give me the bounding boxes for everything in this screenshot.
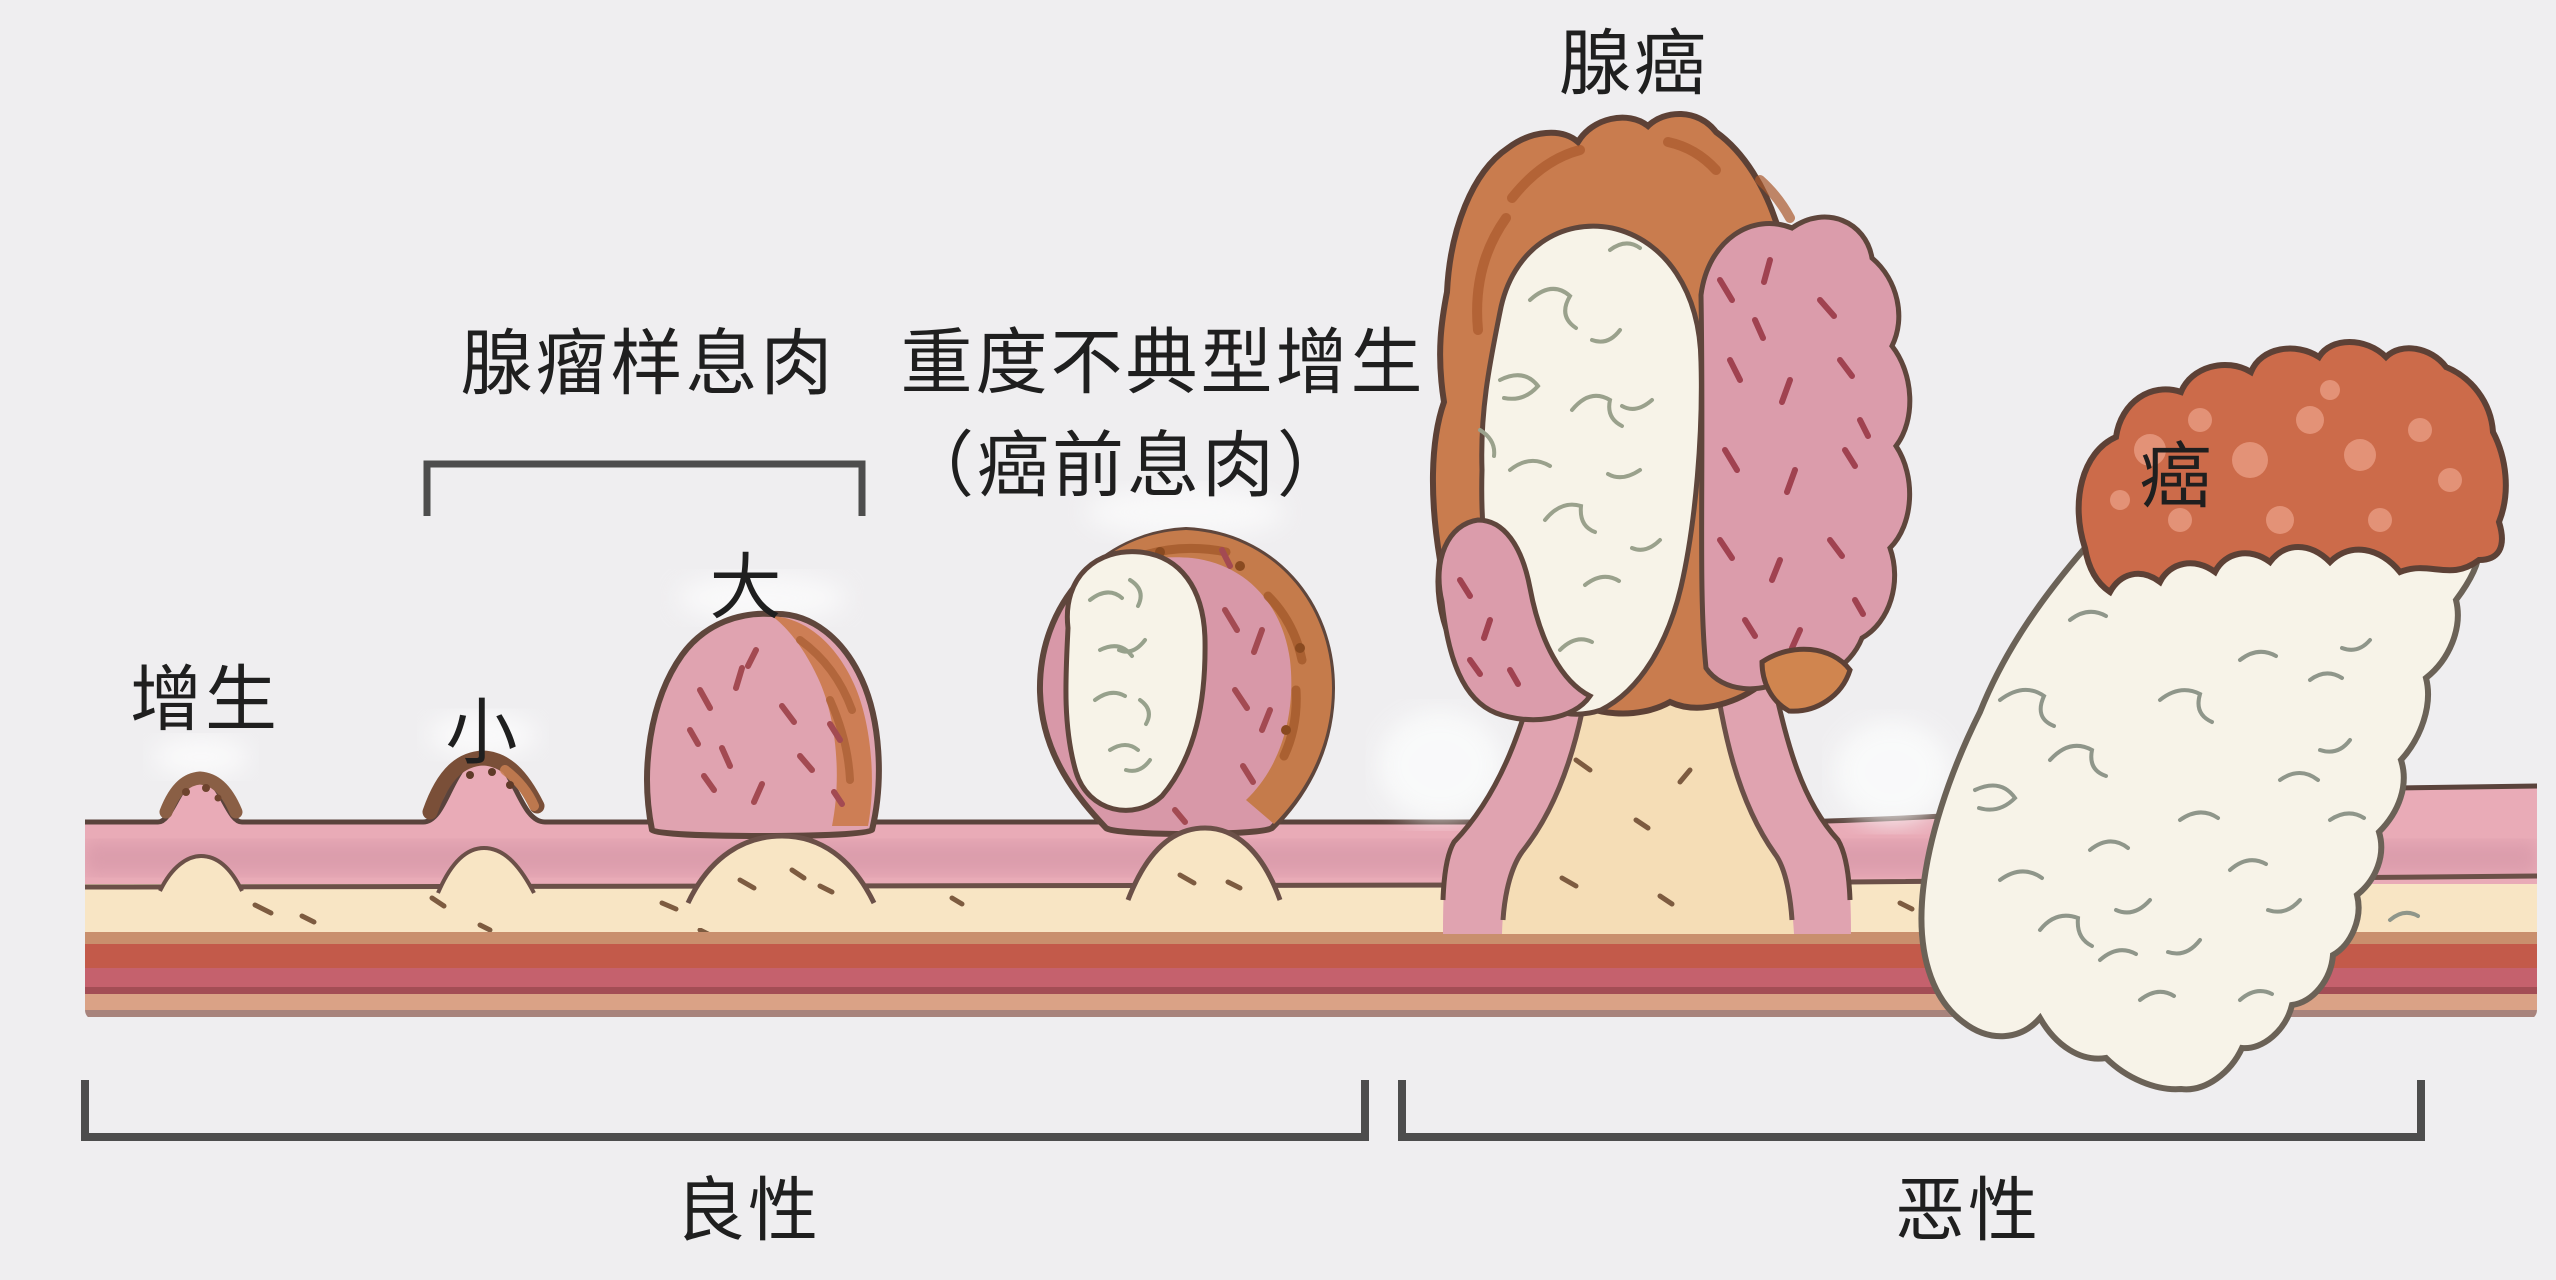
halo: [428, 713, 538, 757]
background-pocket: [1834, 720, 1950, 824]
stalk-speckles: [1559, 697, 1693, 907]
submucosa-mound: [1128, 830, 1280, 924]
label-malignant: 恶性: [1895, 1169, 2041, 1252]
bracket-adenomatous-polyp: [423, 460, 866, 516]
gland-dashes: [1457, 577, 1521, 687]
stalk-core-outline: [1709, 651, 1795, 921]
speckle: [1235, 561, 1245, 571]
background-pocket: [1378, 710, 1502, 820]
speckle: [506, 781, 514, 789]
dysplasia-white-lobe: [1063, 549, 1208, 813]
orange-patch: [1759, 646, 1853, 714]
speckle: [1295, 643, 1305, 653]
adenocarcinoma-pink-lobe: [1698, 214, 1913, 692]
speckle: [466, 771, 474, 779]
carcinoma-mass: [1918, 339, 2509, 1093]
label-carcinoma: 癌: [2139, 434, 2215, 519]
carcinoma-squiggles: [1973, 609, 2420, 1002]
bracket-benign: [81, 1080, 1369, 1141]
adenocarcinoma-stalk: [1440, 651, 1853, 934]
label-large: 大: [709, 545, 785, 630]
label-adenocarcinoma: 腺癌: [1558, 21, 1710, 106]
speckle: [1281, 725, 1291, 735]
submucosa-mound: [438, 850, 534, 916]
hyperplasia-bump: [159, 771, 243, 819]
serosa-outline: [85, 1010, 2537, 1017]
white-lobe-squiggles: [1088, 578, 1152, 773]
label-benign: 良性: [675, 1169, 821, 1252]
halo: [153, 737, 249, 777]
speckle: [182, 788, 190, 796]
serosa-layer: [85, 994, 2537, 1010]
speckle: [214, 794, 222, 802]
adenocarcinoma-white-lobe: [1479, 223, 1704, 717]
large-polyp: [644, 610, 882, 928]
label-severe-dysplasia: 重度不典型增生: [900, 320, 1426, 405]
submucosa-mound-outline: [685, 833, 877, 905]
label-severe-dysplasia-sub: （癌前息肉）: [901, 423, 1353, 508]
gland-dashes: [1172, 547, 1273, 825]
severe-dysplasia-polyp: [1036, 526, 1336, 924]
submucosa-mound: [160, 858, 242, 912]
muscle-rose-layer: [85, 968, 2537, 987]
gland-dashes: [1717, 257, 1871, 651]
hyperplasia-cap: [159, 771, 243, 819]
cap-spots: [2110, 380, 2462, 534]
gland-dashes: [687, 647, 845, 807]
submucosa-mound: [688, 838, 874, 928]
speckles: [737, 867, 835, 895]
orange-streaks: [796, 636, 856, 784]
halo: [677, 574, 847, 622]
speckles: [1177, 872, 1243, 891]
small-polyp-orange: [500, 765, 539, 811]
label-adenomatous-polyp: 腺瘤样息肉: [460, 321, 836, 406]
muscle-dark-line: [85, 987, 2537, 994]
adenocarcinoma-mass: [1429, 111, 1913, 723]
small-polyp: [422, 750, 545, 820]
label-small: 小: [445, 690, 521, 775]
submucosa-mound-outline: [436, 845, 536, 894]
label-hyperplasia: 增生: [129, 657, 281, 742]
submucosa-mound-outline: [158, 853, 244, 892]
speckle: [202, 784, 210, 792]
halo: [1085, 486, 1285, 538]
bracket-malignant: [1398, 1080, 2425, 1141]
highlight-halos: [153, 486, 1285, 777]
submucosa-mound-outline: [1125, 825, 1283, 901]
speckle: [488, 768, 496, 776]
